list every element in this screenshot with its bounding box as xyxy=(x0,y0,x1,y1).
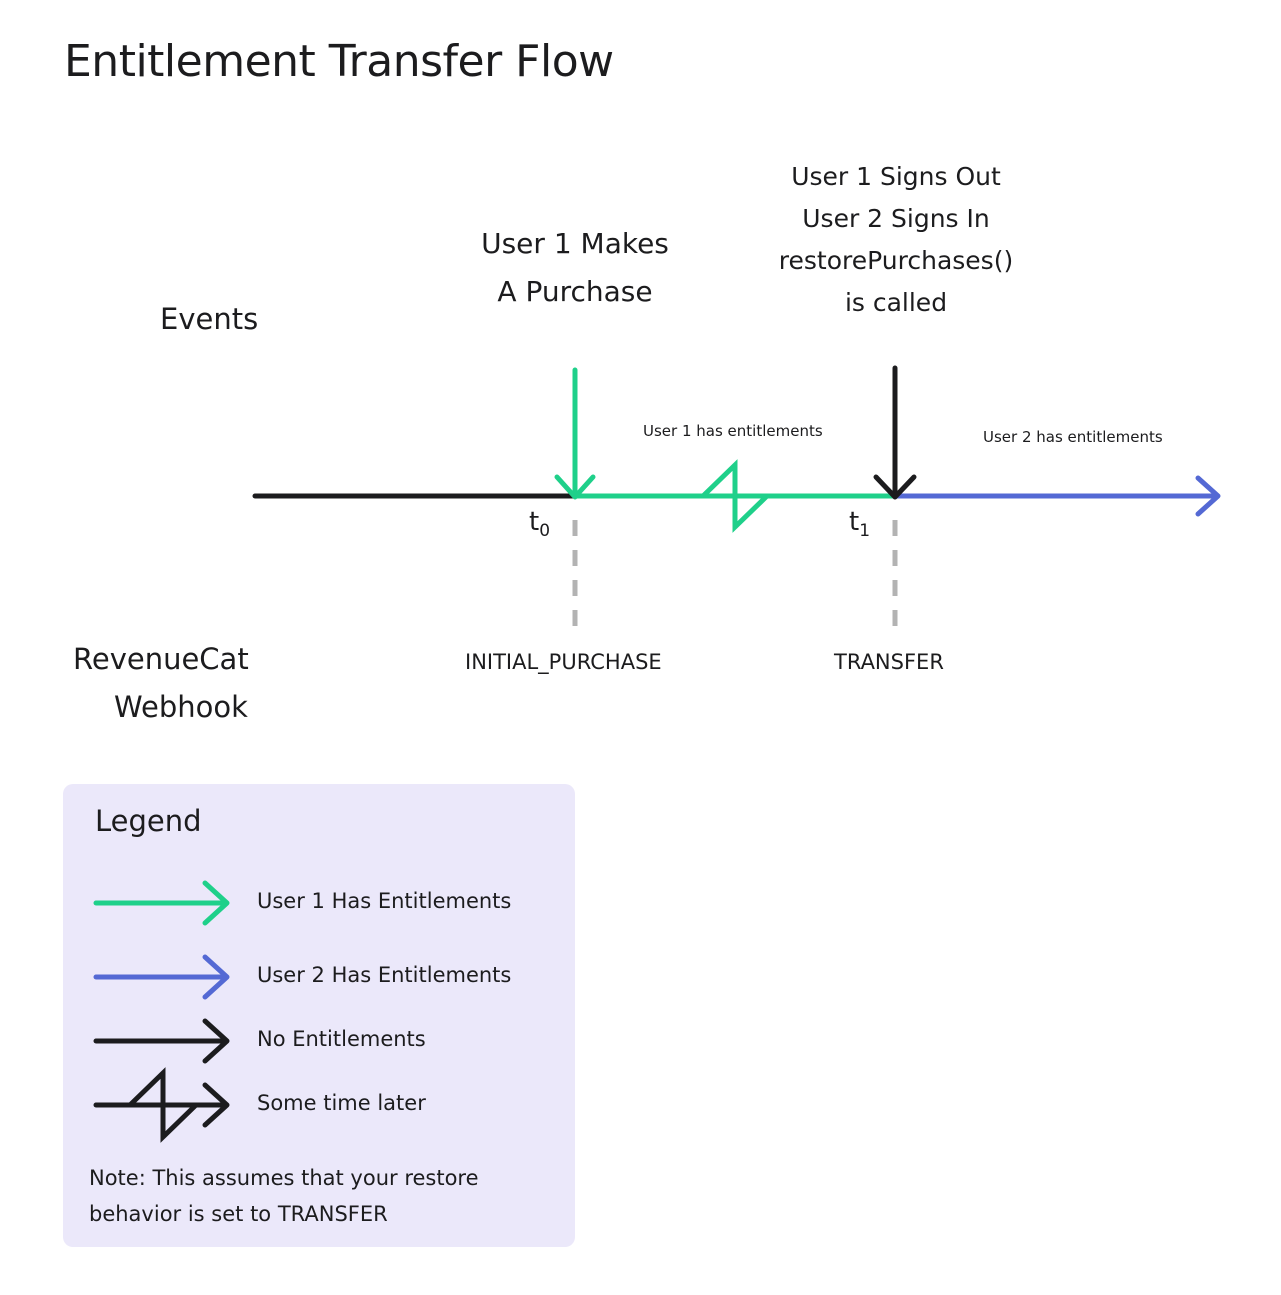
event-transfer-line3: restorePurchases() xyxy=(778,246,1014,275)
event-purchase-line2: A Purchase xyxy=(497,275,653,308)
time-break-arrow-icon xyxy=(93,1067,230,1143)
time-mark-t1: t1 xyxy=(849,507,871,541)
legend-note: Note: This assumes that your restore beh… xyxy=(89,1166,479,1226)
events-row-label: Events xyxy=(160,302,259,336)
event-transfer-line4: is called xyxy=(844,288,948,317)
period-user2-label: User 2 has entitlements xyxy=(983,428,1163,446)
legend-item-user1-label: User 1 Has Entitlements xyxy=(257,889,512,913)
green-arrow-icon xyxy=(93,880,230,926)
event-transfer-label: User 1 Signs Out User 2 Signs In restore… xyxy=(756,156,1036,324)
webhook-initial-purchase-label: INITIAL_PURCHASE xyxy=(465,650,662,674)
time-mark-t0: t0 xyxy=(529,507,551,541)
webhook-row-label-line2: Webhook xyxy=(114,690,248,724)
blue-arrow-icon xyxy=(93,954,230,1000)
event-transfer-line2: User 2 Signs In xyxy=(802,204,990,233)
period-user1-label: User 1 has entitlements xyxy=(643,422,823,440)
legend-panel: Legend User 1 Has Entitlements User 2 Ha… xyxy=(63,784,575,1247)
timeline-end-arrowhead-icon xyxy=(1195,475,1221,517)
event-purchase-arrowhead-icon xyxy=(554,474,596,500)
event-purchase-line1: User 1 Makes xyxy=(481,227,669,260)
legend-item-user2-label: User 2 Has Entitlements xyxy=(257,963,512,987)
time-break-icon xyxy=(700,459,770,533)
page-title: Entitlement Transfer Flow xyxy=(64,36,614,87)
event-purchase-label: User 1 Makes A Purchase xyxy=(465,220,685,316)
legend-item-break-label: Some time later xyxy=(257,1091,426,1115)
timeline-diagram xyxy=(252,365,1221,630)
legend-title: Legend xyxy=(95,804,202,838)
event-transfer-arrowhead-icon xyxy=(873,474,917,500)
legend-item-none-label: No Entitlements xyxy=(257,1027,426,1051)
black-arrow-icon xyxy=(93,1018,230,1064)
webhook-row-label-line1: RevenueCat xyxy=(73,642,249,676)
event-transfer-line1: User 1 Signs Out xyxy=(791,162,1001,191)
legend-icons xyxy=(93,880,230,1143)
webhook-transfer-label: TRANSFER xyxy=(834,650,944,674)
